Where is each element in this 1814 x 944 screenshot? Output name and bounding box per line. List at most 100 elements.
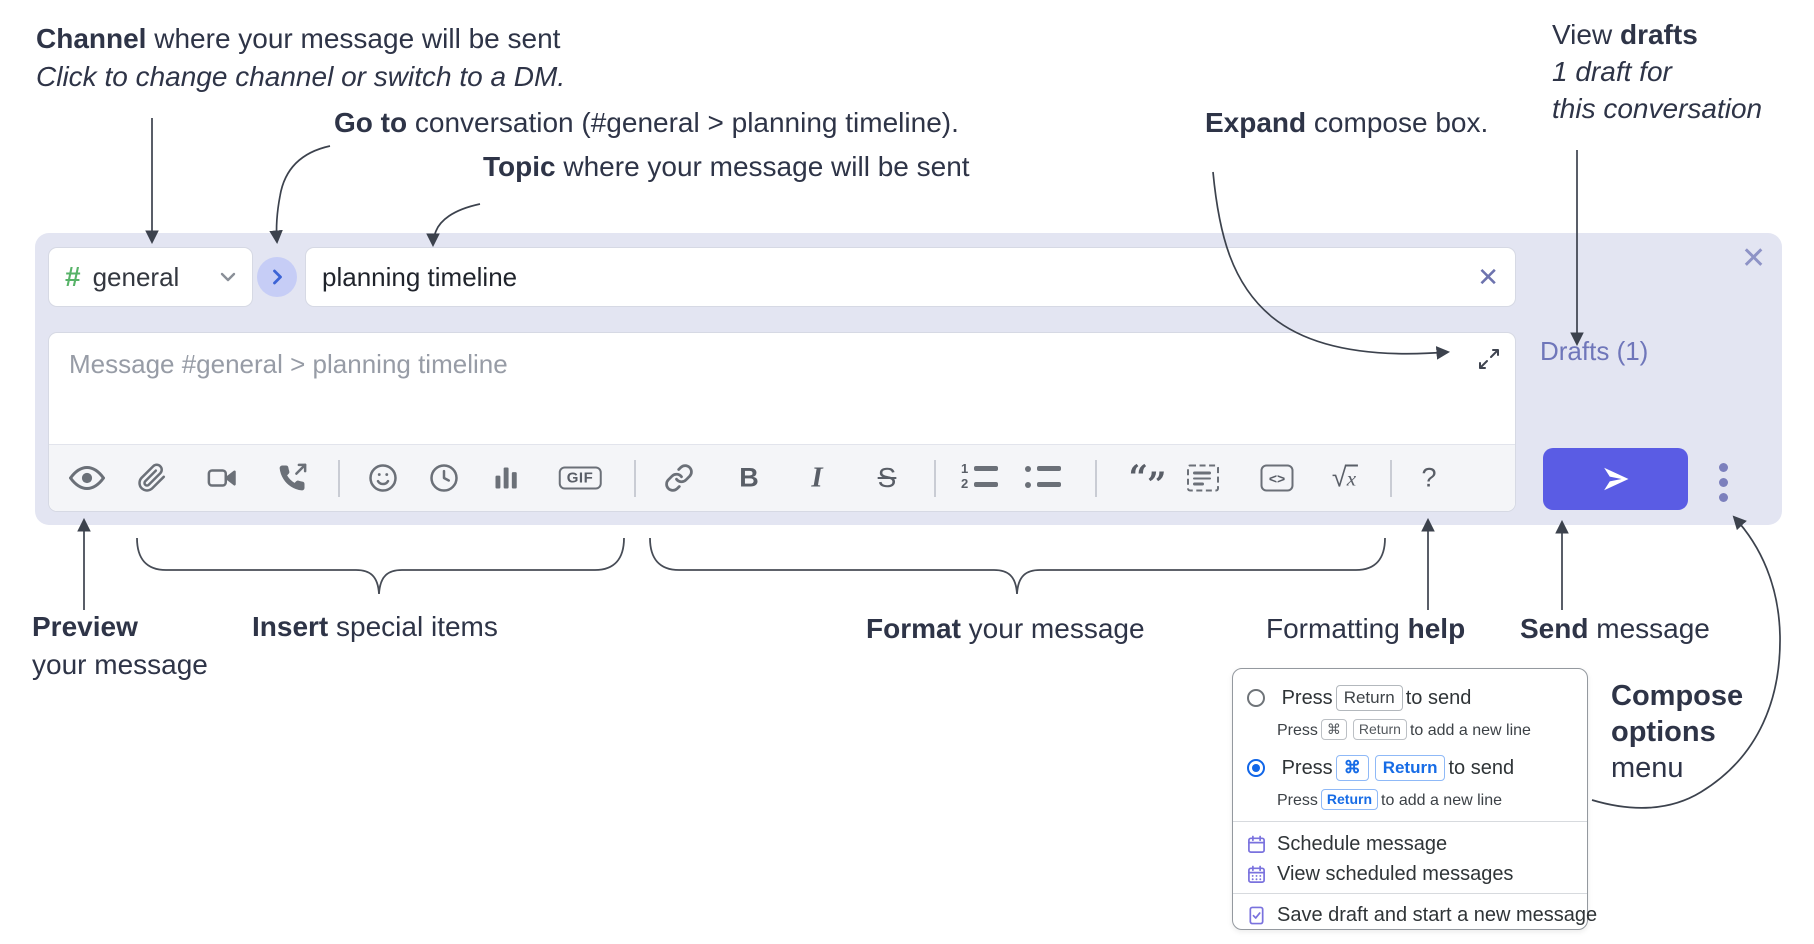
radio-selected-icon[interactable] xyxy=(1247,759,1265,777)
preview-icon[interactable] xyxy=(69,466,105,490)
gif-label: GIF xyxy=(558,466,602,490)
italic-icon[interactable]: I xyxy=(811,461,823,494)
ol-2: 2 xyxy=(961,476,969,491)
video-call-icon[interactable] xyxy=(206,463,238,493)
menu-item-save-draft[interactable]: Save draft and start a new message xyxy=(1247,899,1597,931)
topic-annotation-bold: Topic xyxy=(483,151,556,182)
compose-options-button[interactable] xyxy=(1719,463,1729,508)
chevron-down-icon xyxy=(220,272,236,282)
close-compose-button[interactable]: ✕ xyxy=(1741,242,1767,275)
toolbar-divider xyxy=(634,460,636,497)
compose-options-line3: menu xyxy=(1611,752,1684,784)
compose-box: # general ✕ ✕ Drafts (1) xyxy=(35,233,1782,525)
strikethrough-icon[interactable]: S xyxy=(877,462,897,493)
format-annotation: Format your message xyxy=(866,610,1145,648)
save-draft-label: Save draft and start a new message xyxy=(1277,903,1598,926)
message-area: GIF B I S 1 2 xyxy=(48,332,1516,512)
goto-annotation-bold: Go to xyxy=(334,107,408,138)
gif-icon[interactable]: GIF xyxy=(558,466,602,490)
formatting-help-regular: Formatting xyxy=(1266,613,1408,644)
quote-icon[interactable]: “” xyxy=(1128,458,1166,505)
expand-compose-icon[interactable] xyxy=(1477,347,1501,371)
topic-input[interactable] xyxy=(306,248,1515,306)
return-key: Return xyxy=(1335,685,1403,711)
cmd-key: ⌘ xyxy=(1320,719,1347,740)
drafts-annotation-line3: this conversation xyxy=(1552,93,1763,124)
toolbar-divider xyxy=(338,460,340,497)
message-formatting-help-icon[interactable]: ? xyxy=(1421,462,1437,493)
quote-close: ” xyxy=(1147,465,1167,505)
format-annotation-bold: Format xyxy=(866,613,961,644)
schedule-message-label: Schedule message xyxy=(1277,832,1448,855)
bulleted-list-icon[interactable] xyxy=(1024,463,1062,493)
bold-icon[interactable]: B xyxy=(739,462,759,493)
view-scheduled-label: View scheduled messages xyxy=(1277,862,1514,885)
preview-annotation-line2: your message xyxy=(32,649,208,680)
format-annotation-rest: your message xyxy=(960,613,1145,644)
expand-annotation: Expand compose box. xyxy=(1205,104,1488,142)
opt2-sub-press: Press xyxy=(1277,792,1318,809)
channel-selector-button[interactable]: # general xyxy=(48,247,253,307)
menu-divider xyxy=(1233,893,1587,894)
drafts-annotation: View drafts 1 draft for this conversatio… xyxy=(1552,16,1762,127)
expand-annotation-bold: Expand xyxy=(1205,107,1307,138)
goto-annotation-rest: conversation (#general > planning timeli… xyxy=(407,107,959,138)
cmd-key-blue: ⌘ xyxy=(1335,755,1369,781)
compose-options-line1: Compose xyxy=(1611,680,1744,712)
voice-call-icon[interactable] xyxy=(277,463,307,493)
spoiler-icon[interactable] xyxy=(1187,464,1219,492)
channel-annotation-rest: where your message will be sent xyxy=(146,23,561,54)
insert-annotation-bold: Insert xyxy=(252,611,329,642)
math-icon[interactable]: √x xyxy=(1331,462,1359,494)
quote-open: “ xyxy=(1128,458,1148,498)
channel-annotation-bold: Channel xyxy=(36,23,147,54)
preview-annotation: Preview your message xyxy=(32,608,208,684)
insert-annotation-rest: special items xyxy=(328,611,498,642)
topic-annotation-rest: where your message will be sent xyxy=(555,151,970,182)
radio-unselected-icon[interactable] xyxy=(1247,689,1265,707)
send-annotation: Send message xyxy=(1520,610,1710,648)
return-key-blue-small: Return xyxy=(1320,789,1379,810)
toolbar-divider xyxy=(934,460,936,497)
drafts-link[interactable]: Drafts (1) xyxy=(1540,336,1649,366)
return-key-blue: Return xyxy=(1374,755,1446,781)
topic-input-box: ✕ xyxy=(305,247,1516,307)
chevron-right-icon xyxy=(272,269,282,285)
drafts-annotation-bold: drafts xyxy=(1619,19,1698,50)
send-button[interactable] xyxy=(1543,448,1688,510)
draft-file-icon xyxy=(1249,906,1264,924)
calendar-days-icon xyxy=(1248,865,1265,883)
math-x-glyph: x xyxy=(1344,464,1359,491)
send-plane-icon xyxy=(1603,467,1628,491)
formatting-help-bold: help xyxy=(1407,613,1466,644)
send-annotation-rest: message xyxy=(1588,613,1710,644)
ol-1: 1 xyxy=(961,461,969,476)
menu-item-schedule-message[interactable]: Schedule message xyxy=(1247,829,1447,859)
insert-annotation: Insert special items xyxy=(252,608,498,646)
opt2-suffix: to send xyxy=(1448,757,1515,779)
link-icon[interactable] xyxy=(664,463,694,493)
goto-annotation: Go to conversation (#general > planning … xyxy=(334,104,959,142)
message-textarea[interactable] xyxy=(49,333,1515,444)
go-to-conversation-button[interactable] xyxy=(257,257,297,297)
topic-clear-button[interactable]: ✕ xyxy=(1477,262,1499,292)
menu-item-view-scheduled[interactable]: View scheduled messages xyxy=(1247,859,1513,889)
code-icon[interactable]: <> xyxy=(1260,464,1294,492)
numbered-list-icon[interactable]: 1 2 xyxy=(961,461,999,493)
attach-file-icon[interactable] xyxy=(137,463,167,493)
poll-icon[interactable] xyxy=(492,464,520,492)
compose-toolbar: GIF B I S 1 2 xyxy=(49,444,1515,511)
code-label: <> xyxy=(1260,464,1294,492)
opt1-sub-suffix: to add a new line xyxy=(1409,722,1531,739)
channel-annotation-italic: Click to change channel or switch to a D… xyxy=(36,61,566,92)
topic-annotation: Topic where your message will be sent xyxy=(483,148,970,186)
channel-annotation: Channel where your message will be sent … xyxy=(36,20,565,96)
sqrt-glyph: √ xyxy=(1331,462,1347,493)
global-time-icon[interactable] xyxy=(429,463,459,493)
emoji-icon[interactable] xyxy=(368,463,398,493)
return-key: Return xyxy=(1352,719,1407,740)
opt1-suffix: to send xyxy=(1405,687,1472,709)
